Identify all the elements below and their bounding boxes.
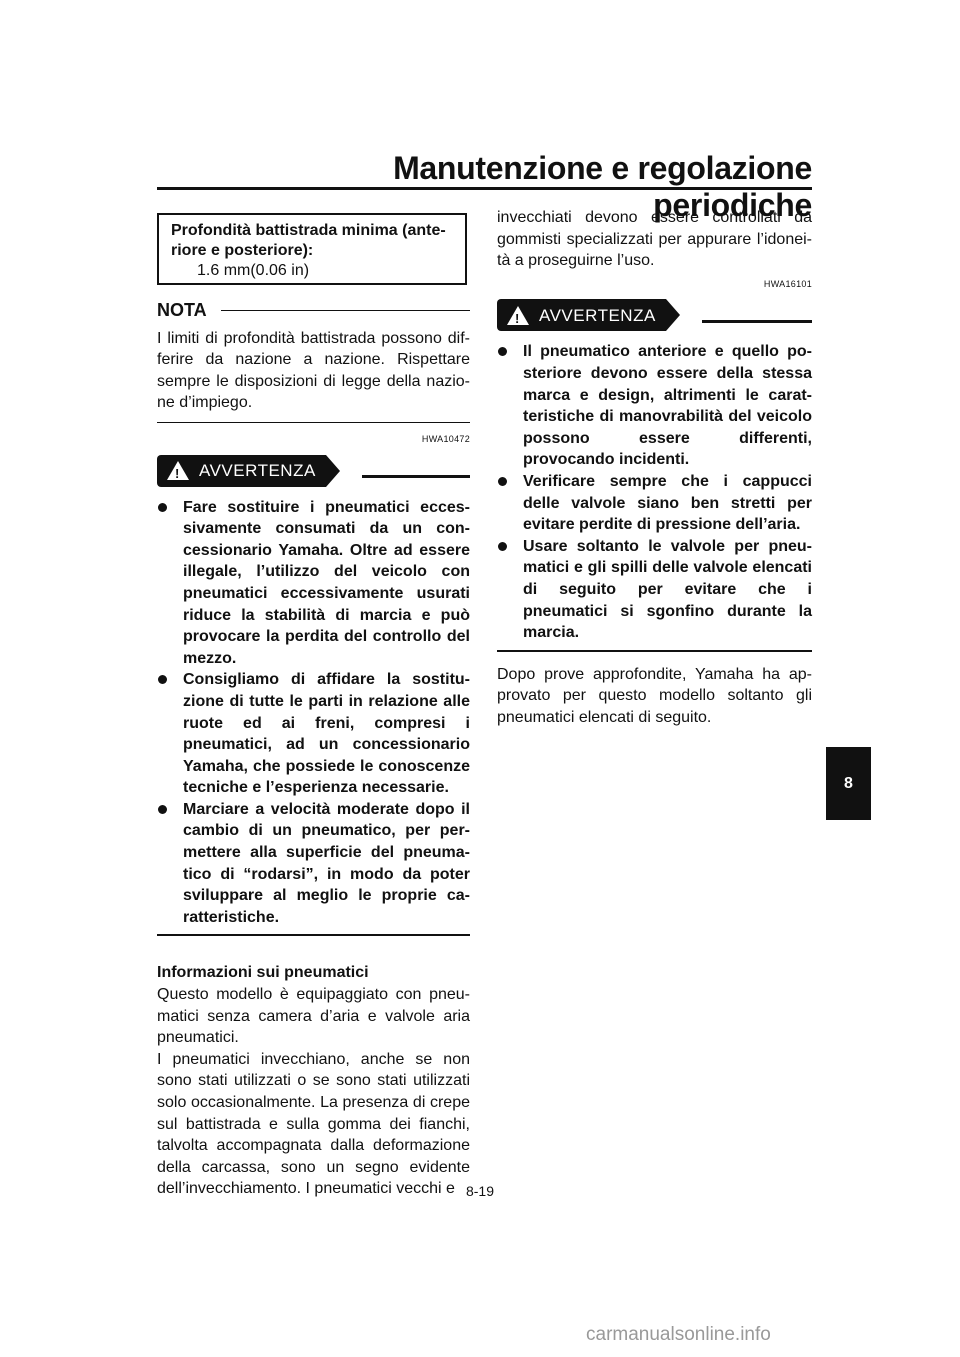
warning2-rule: [701, 319, 812, 323]
note-text: I limiti di profondità battistrada posso…: [157, 329, 470, 412]
warning1-list: Fare sostituire i pneumatici ecces­sivam…: [157, 497, 470, 929]
warning2-list: Il pneumatico anteriore e quello po­ster…: [497, 341, 812, 643]
spec-value: 1.6 mm(0.06 in): [197, 262, 310, 279]
right-column: invecchiati devono essere controllati da…: [497, 207, 812, 728]
warning1-end-rule: [157, 934, 470, 937]
warning2-code: HWA16101: [763, 278, 812, 289]
warning-triangle-icon: !: [507, 305, 529, 326]
warning2-item: Usare soltanto le valvole per pneu­matic…: [497, 536, 812, 644]
tire-info-para2: I pneumatici invecchiano, anche se non s…: [157, 1050, 470, 1198]
page-title: Manutenzione e regolazione periodiche: [393, 150, 812, 223]
page-number: 8-19: [465, 1183, 495, 1199]
tire-info-heading: Informazioni sui pneumatici: [157, 964, 369, 982]
spec-label-line1: Profondità battistrada minima (ante-: [171, 222, 446, 239]
watermark: carmanualsonline.info: [586, 1324, 771, 1345]
warning1-label: AVVERTENZA: [199, 460, 316, 480]
note-heading: NOTA: [157, 300, 470, 322]
warning1-item: Marciare a velocità moderate dopo il cam…: [157, 799, 470, 929]
note-title: NOTA: [157, 300, 207, 320]
warning1-code: HWA10472: [421, 433, 470, 444]
note-rule: [220, 310, 470, 312]
warning1-item: Consigliamo di affidare la sostitu­zione…: [157, 669, 470, 799]
left-column: NOTA I limiti di profondità battistrada …: [157, 300, 470, 1200]
note-end-rule: [157, 421, 470, 423]
warning2-end-rule: [497, 649, 812, 652]
warning1-rule: [361, 475, 470, 479]
warning2-label: AVVERTENZA: [539, 305, 656, 325]
warning2-item: Verificare sempre che i cappucci delle v…: [497, 471, 812, 536]
warning1-heading: ! AVVERTENZA: [157, 454, 470, 487]
spec-label-line2: riore e posteriore):: [171, 242, 314, 259]
closing-text: Dopo prove approfondite, Yamaha ha ap­pr…: [497, 665, 812, 726]
warning1-item: Fare sostituire i pneumatici ecces­sivam…: [157, 497, 470, 670]
warning2-badge: ! AVVERTENZA: [497, 299, 680, 332]
warning2-heading: ! AVVERTENZA: [497, 299, 812, 332]
tire-info-para2-cont: invecchiati devono essere controllati da…: [497, 209, 812, 270]
title-rule: [157, 187, 812, 190]
chapter-tab: 8: [826, 747, 871, 820]
warning1-badge: ! AVVERTENZA: [157, 454, 340, 487]
tire-info-para1: Questo modello è equipaggiato con pneu­m…: [157, 986, 470, 1047]
spec-box: Profondità battistrada minima (ante- rio…: [157, 213, 467, 285]
warning-triangle-icon: !: [167, 461, 189, 481]
warning2-item: Il pneumatico anteriore e quello po­ster…: [497, 341, 812, 471]
